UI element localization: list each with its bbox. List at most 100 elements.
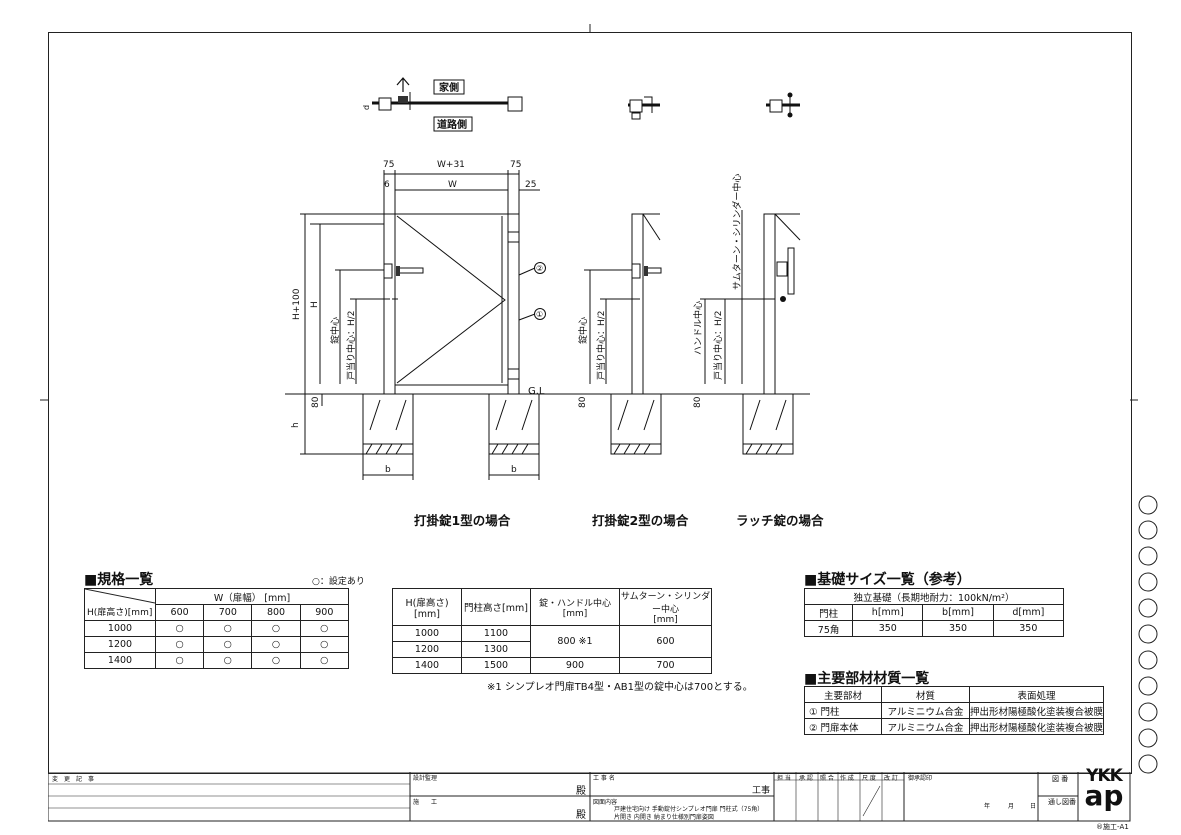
spec-width: 800 bbox=[251, 604, 301, 621]
stamp-label: 尺 度 bbox=[862, 775, 876, 782]
materials-cell: 押出形材陽極酸化塗装複合被膜 bbox=[968, 702, 1105, 719]
road-side-label: 道路側 bbox=[437, 118, 467, 131]
foundation-subtitle: 独立基礎（長期地耐力：100kN/m²） bbox=[804, 588, 1064, 605]
drawing-content-label: 図面内容 bbox=[593, 799, 618, 806]
height-header: 門柱高さ[mm] bbox=[461, 588, 531, 626]
foundations-1 bbox=[300, 393, 540, 480]
materials-header: 表面処理 bbox=[968, 686, 1105, 703]
spec-mark: ○ bbox=[251, 636, 301, 653]
foundation-header: h[mm] bbox=[852, 604, 924, 621]
spec-mark: ○ bbox=[203, 652, 253, 669]
dim-75-right: 75 bbox=[510, 160, 521, 170]
table-row: ① 門柱 アルミニウム合金 押出形材陽極酸化塗装複合被膜 bbox=[804, 702, 1105, 719]
height-header: H(扉高さ)[mm] bbox=[392, 588, 462, 626]
foundation-cell: 75角 bbox=[803, 620, 854, 637]
spec-w-header: W（扉幅） [mm] bbox=[155, 588, 349, 605]
height-post: 1300 bbox=[461, 641, 531, 658]
dim-75-left: 75 bbox=[383, 160, 394, 170]
ykk-ap-logo: YKK ap bbox=[1082, 768, 1126, 822]
lock-center-2: 錠中心 bbox=[577, 317, 589, 344]
foundation-cell: 350 bbox=[922, 620, 994, 637]
plan-view-1: d 家側 道路側 bbox=[362, 77, 523, 132]
spec-width: 600 bbox=[154, 604, 205, 621]
gl-label: G.L bbox=[528, 386, 545, 397]
lock-center-1: 錠中心 bbox=[329, 317, 341, 344]
elevation-2 bbox=[584, 213, 662, 455]
dono-2: 殿 bbox=[576, 810, 586, 821]
height-post: 1100 bbox=[461, 625, 531, 642]
stop-center-3: 戸当り中心：H/2 bbox=[712, 310, 724, 380]
sheet-number: ®施工-A1 bbox=[1096, 823, 1129, 831]
height-header: 錠・ハンドル中心 [mm] bbox=[530, 588, 620, 626]
spec-mark: ○ bbox=[299, 620, 350, 637]
dim-b-1: b bbox=[385, 465, 391, 475]
spec-mark: ○ bbox=[203, 620, 253, 637]
materials-table: 主要部材 材質 表面処理 ① 門柱 アルミニウム合金 押出形材陽極酸化塗装複合被… bbox=[804, 686, 1105, 735]
spec-mark: ○ bbox=[251, 652, 301, 669]
dim-80-3: 80 bbox=[693, 396, 703, 408]
materials-cell: アルミニウム合金 bbox=[880, 718, 970, 735]
foundation-header: 門柱 bbox=[803, 604, 854, 621]
thumb-center: サムターン・シリンダー中心 bbox=[731, 174, 743, 290]
spec-row-header: H(扉高さ)[mm] bbox=[87, 608, 153, 618]
table-row: 1200 ○ ○ ○ ○ bbox=[84, 636, 350, 653]
revision-circles bbox=[1138, 495, 1158, 774]
spec-legend: ○：設定あり bbox=[312, 577, 365, 587]
table-row: ② 門扉本体 アルミニウム合金 押出形材陽極酸化塗装複合被膜 bbox=[804, 718, 1105, 735]
dim-h: H bbox=[310, 301, 320, 308]
spec-h: 1000 bbox=[84, 620, 156, 637]
table-row: 1000 1100 800 ※1 600 bbox=[392, 625, 712, 658]
stamp-label: 承 認 bbox=[799, 775, 813, 782]
change-record-label: 変 更 記 事 bbox=[52, 776, 95, 783]
serial-no-label: 通し図番 bbox=[1048, 798, 1076, 806]
height-post: 1500 bbox=[461, 657, 531, 674]
spec-width: 900 bbox=[299, 604, 350, 621]
dim-w31: W+31 bbox=[437, 160, 465, 170]
callout-1: ① bbox=[536, 310, 543, 319]
stop-center-2: 戸当り中心：H/2 bbox=[595, 310, 607, 380]
spec-table: H(扉高さ)[mm] W（扉幅） [mm] 600 700 800 900 10… bbox=[84, 588, 350, 669]
stamp-label: 作 成 bbox=[840, 775, 854, 782]
materials-header: 材質 bbox=[880, 686, 970, 703]
dim-h-found: h bbox=[291, 422, 301, 428]
spec-mark: ○ bbox=[299, 636, 350, 653]
koji-label: 工事 bbox=[752, 786, 771, 796]
height-table: H(扉高さ)[mm] 門柱高さ[mm] 錠・ハンドル中心 [mm] サムターン・… bbox=[392, 588, 712, 674]
logo-bottom: ap bbox=[1084, 779, 1124, 812]
stamp-label: 担 当 bbox=[777, 775, 791, 782]
approval-label: 御承認印 bbox=[908, 775, 933, 782]
stamp-label: 照 合 bbox=[820, 775, 834, 782]
spec-h: 1400 bbox=[84, 652, 156, 669]
caption-3: ラッチ錠の場合 bbox=[736, 513, 824, 528]
date-month: 月 bbox=[1008, 803, 1015, 810]
logo-top: YKK bbox=[1086, 766, 1123, 786]
materials-cell: ② 門扉本体 bbox=[804, 718, 882, 735]
plan-view-3 bbox=[766, 92, 800, 118]
dim-80-2: 80 bbox=[578, 396, 588, 408]
materials-title: ■主要部材材質一覧 bbox=[804, 671, 930, 687]
spec-corner: H(扉高さ)[mm] bbox=[84, 588, 156, 621]
title-block-lines bbox=[48, 772, 1131, 822]
dono-1: 殿 bbox=[576, 786, 586, 797]
foundation-cell: 350 bbox=[992, 620, 1065, 637]
spec-mark: ○ bbox=[154, 636, 205, 653]
content-line1: 戸建住宅向け 手動錠付シンプレオ門扉 門柱式（75角） bbox=[614, 806, 764, 813]
caption-1: 打掛錠1型の場合 bbox=[414, 513, 511, 528]
caption-2: 打掛錠2型の場合 bbox=[592, 513, 689, 528]
construction-label: 施 工 bbox=[413, 799, 438, 806]
spec-table-title: ■規格一覧 bbox=[84, 572, 154, 588]
table-row: 1400 ○ ○ ○ ○ bbox=[84, 652, 350, 669]
height-h: 1400 bbox=[392, 657, 462, 674]
elevation-3 bbox=[700, 210, 801, 455]
lock-center-last: 900 bbox=[530, 657, 620, 674]
date-year: 年 bbox=[984, 803, 991, 810]
date-day: 日 bbox=[1030, 803, 1037, 810]
materials-cell: アルミニウム合金 bbox=[880, 702, 970, 719]
house-side-label: 家側 bbox=[439, 81, 459, 94]
height-note: ※1 シンプレオ門扉TB4型・AB1型の錠中心は700とする。 bbox=[487, 682, 753, 693]
materials-cell: 押出形材陽極酸化塗装複合被膜 bbox=[968, 718, 1105, 735]
foundation-title: ■基礎サイズ一覧（参考） bbox=[804, 572, 971, 588]
spec-mark: ○ bbox=[154, 652, 205, 669]
handle-center: ハンドル中心 bbox=[692, 301, 704, 355]
stamp-label: 改 訂 bbox=[884, 775, 898, 782]
